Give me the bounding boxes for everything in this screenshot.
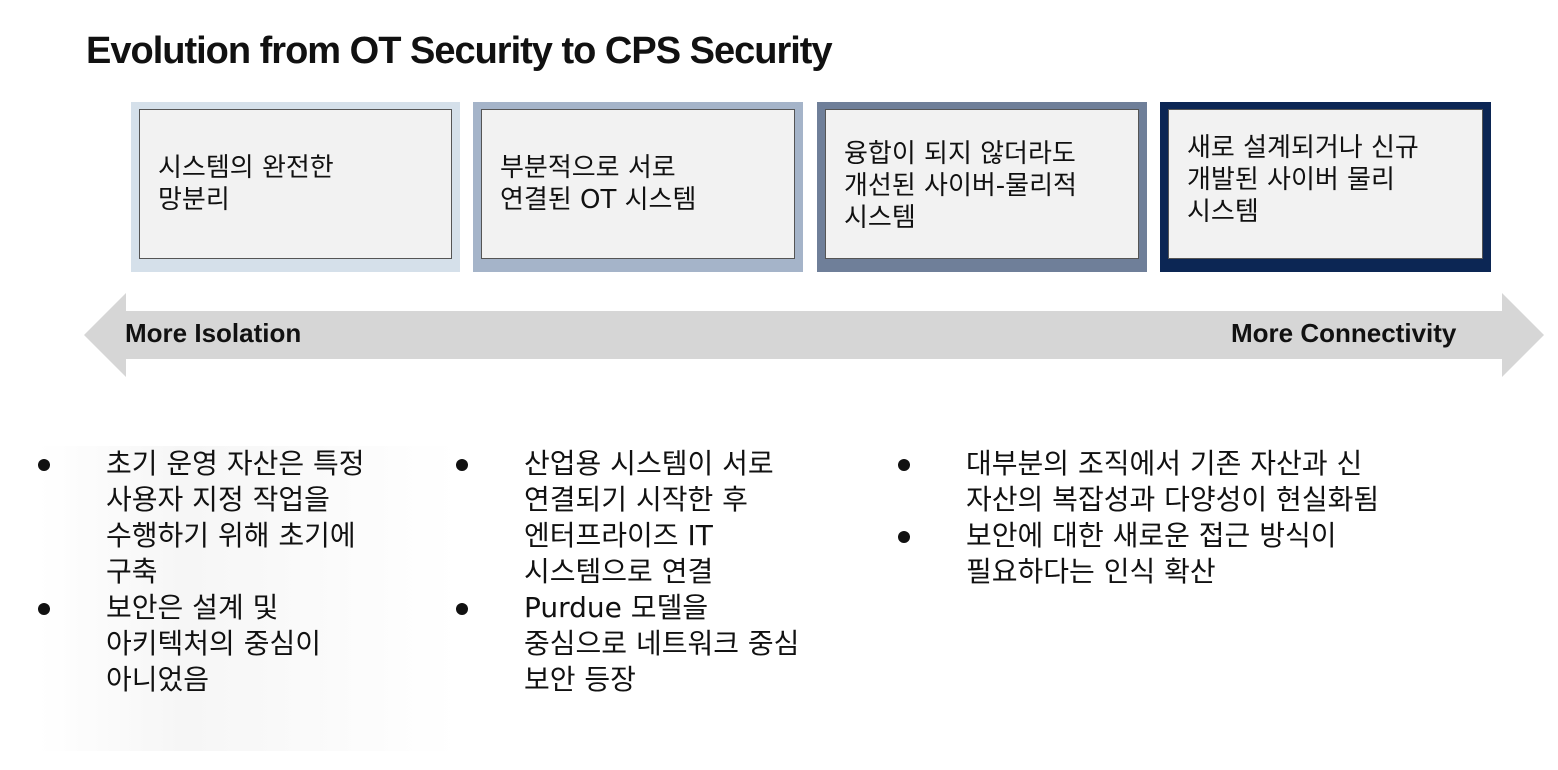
double-arrow-shape [84,293,1544,377]
list-item: Purdue 모델을 중심으로 네트워크 중심 보안 등장 [456,590,876,698]
arrow-label-left: More Isolation [125,318,302,348]
bullet-dot-icon [456,603,468,615]
stage-box-1-text: 시스템의 완전한 망분리 [158,153,334,215]
arrow-label-right: More Connectivity [1231,318,1457,348]
list-item: 초기 운영 자산은 특정 사용자 지정 작업을 수행하기 위해 초기에 구축 [38,446,438,590]
bullet-text: 보안에 대한 새로운 접근 방식이 필요하다는 인식 확산 [966,519,1337,588]
stage-box-3: 융합이 되지 않더라도 개선된 사이버-물리적 시스템 [817,102,1147,272]
stage-box-3-text: 융합이 되지 않더라도 개선된 사이버-물리적 시스템 [844,139,1077,233]
stage-box-2-text: 부분적으로 서로 연결된 OT 시스템 [500,153,697,215]
bullet-column-3: 대부분의 조직에서 기존 자산과 신 자산의 복잡성과 다양성이 현실화됨 보안… [898,446,1518,590]
bullet-column-1: 초기 운영 자산은 특정 사용자 지정 작업을 수행하기 위해 초기에 구축 보… [38,446,458,751]
stage-box-4-text: 새로 설계되거나 신규 개발된 사이버 물리 시스템 [1187,133,1419,227]
double-arrow-icon [84,293,1544,377]
stage-box-4-inner: 새로 설계되거나 신규 개발된 사이버 물리 시스템 [1168,109,1483,259]
stage-box-1-inner: 시스템의 완전한 망분리 [139,109,452,259]
list-item: 보안은 설계 및 아키텍처의 중심이 아니었음 [38,590,438,698]
column-shade [38,446,458,751]
stage-box-2-inner: 부분적으로 서로 연결된 OT 시스템 [481,109,795,259]
bullet-text: 보안은 설계 및 아키텍처의 중심이 아니었음 [106,591,321,696]
bullet-text: Purdue 모델을 중심으로 네트워크 중심 보안 등장 [524,591,800,696]
stage-box-3-inner: 융합이 되지 않더라도 개선된 사이버-물리적 시스템 [825,109,1139,259]
bullet-text: 산업용 시스템이 서로 연결되기 시작한 후 엔터프라이즈 IT 시스템으로 연… [524,447,774,588]
page-title: Evolution from OT Security to CPS Securi… [86,30,833,72]
bullet-text: 초기 운영 자산은 특정 사용자 지정 작업을 수행하기 위해 초기에 구축 [106,447,365,588]
bullet-dot-icon [898,459,910,471]
bullet-dot-icon [38,603,50,615]
stage-box-1: 시스템의 완전한 망분리 [131,102,460,272]
stage-box-4: 새로 설계되거나 신규 개발된 사이버 물리 시스템 [1160,102,1491,272]
list-item: 대부분의 조직에서 기존 자산과 신 자산의 복잡성과 다양성이 현실화됨 [898,446,1518,518]
bullet-dot-icon [456,459,468,471]
list-item: 산업용 시스템이 서로 연결되기 시작한 후 엔터프라이즈 IT 시스템으로 연… [456,446,876,590]
bullet-text: 대부분의 조직에서 기존 자산과 신 자산의 복잡성과 다양성이 현실화됨 [966,447,1380,516]
bullet-dot-icon [38,459,50,471]
stage-box-2: 부분적으로 서로 연결된 OT 시스템 [473,102,803,272]
list-item: 보안에 대한 새로운 접근 방식이 필요하다는 인식 확산 [898,518,1518,590]
bullet-dot-icon [898,531,910,543]
bullet-column-2: 산업용 시스템이 서로 연결되기 시작한 후 엔터프라이즈 IT 시스템으로 연… [456,446,876,698]
